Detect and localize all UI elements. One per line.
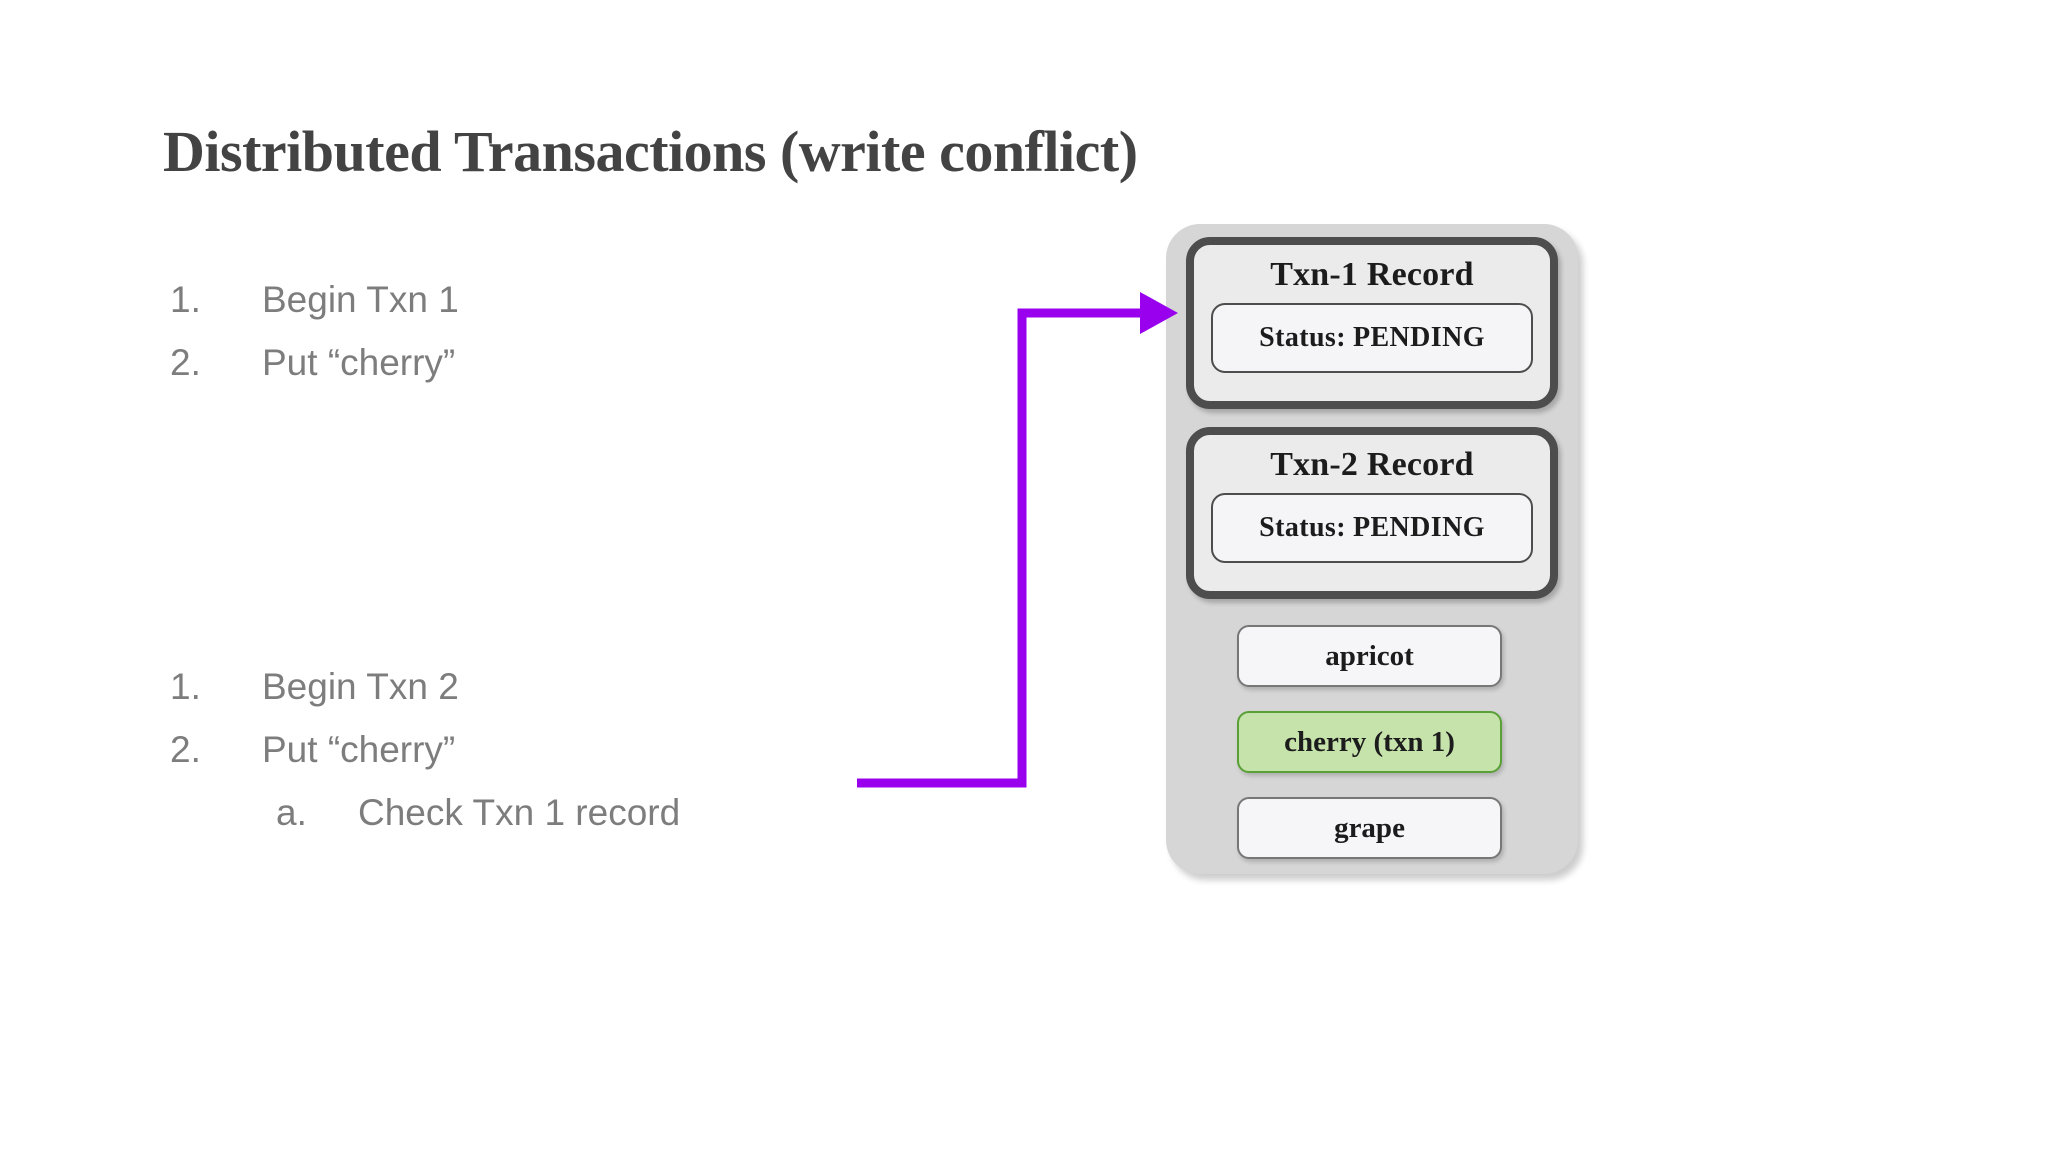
- list-item-marker: a.: [276, 792, 307, 833]
- list-item-label: Put “cherry”: [262, 729, 456, 770]
- status-badge: PENDING: [1352, 322, 1485, 353]
- txn-2-status-box: Status:PENDING: [1211, 493, 1533, 563]
- list-item-marker: 1.: [170, 666, 201, 707]
- list-item-sub: a. Check Txn 1 record: [170, 781, 680, 844]
- list-item: 2. Put “cherry”: [170, 718, 680, 781]
- page-title: Distributed Transactions (write conflict…: [163, 119, 1138, 184]
- txn-1-record-title: Txn-1 Record: [1270, 256, 1474, 293]
- list-item-label: Begin Txn 2: [262, 666, 459, 707]
- arrow-line: [857, 308, 1148, 788]
- list-item-marker: 2.: [170, 729, 201, 770]
- txn-1-status-box: Status:PENDING: [1211, 303, 1533, 373]
- list-item: 1. Begin Txn 2: [170, 655, 680, 718]
- list-item: 1. Begin Txn 1: [170, 268, 459, 331]
- status-label: Status:: [1259, 512, 1346, 543]
- list-item-marker: 1.: [170, 279, 201, 320]
- list-item-marker: 2.: [170, 342, 201, 383]
- txn-2-record-card: Txn-2 Record Status:PENDING: [1186, 427, 1558, 599]
- txn-2-record-title: Txn-2 Record: [1270, 446, 1474, 483]
- txn1-step-list: 1. Begin Txn 1 2. Put “cherry”: [170, 268, 459, 394]
- data-row-cherry: cherry (txn 1): [1237, 711, 1502, 773]
- txn-2-status-text: Status:PENDING: [1259, 512, 1485, 544]
- status-badge: PENDING: [1352, 512, 1485, 543]
- status-label: Status:: [1259, 322, 1346, 353]
- txn2-step-list: 1. Begin Txn 2 2. Put “cherry” a. Check …: [170, 655, 680, 844]
- txn-1-status-text: Status:PENDING: [1259, 322, 1485, 354]
- data-row-grape: grape: [1237, 797, 1502, 859]
- txn-1-record-card: Txn-1 Record Status:PENDING: [1186, 237, 1558, 409]
- list-item-label: Begin Txn 1: [262, 279, 459, 320]
- list-item-label: Check Txn 1 record: [358, 792, 681, 833]
- arrow-path-group: [857, 292, 1178, 788]
- list-item: 2. Put “cherry”: [170, 331, 459, 394]
- data-row-apricot: apricot: [1237, 625, 1502, 687]
- database-container: Txn-1 Record Status:PENDING Txn-2 Record…: [1166, 224, 1578, 874]
- list-item-label: Put “cherry”: [262, 342, 456, 383]
